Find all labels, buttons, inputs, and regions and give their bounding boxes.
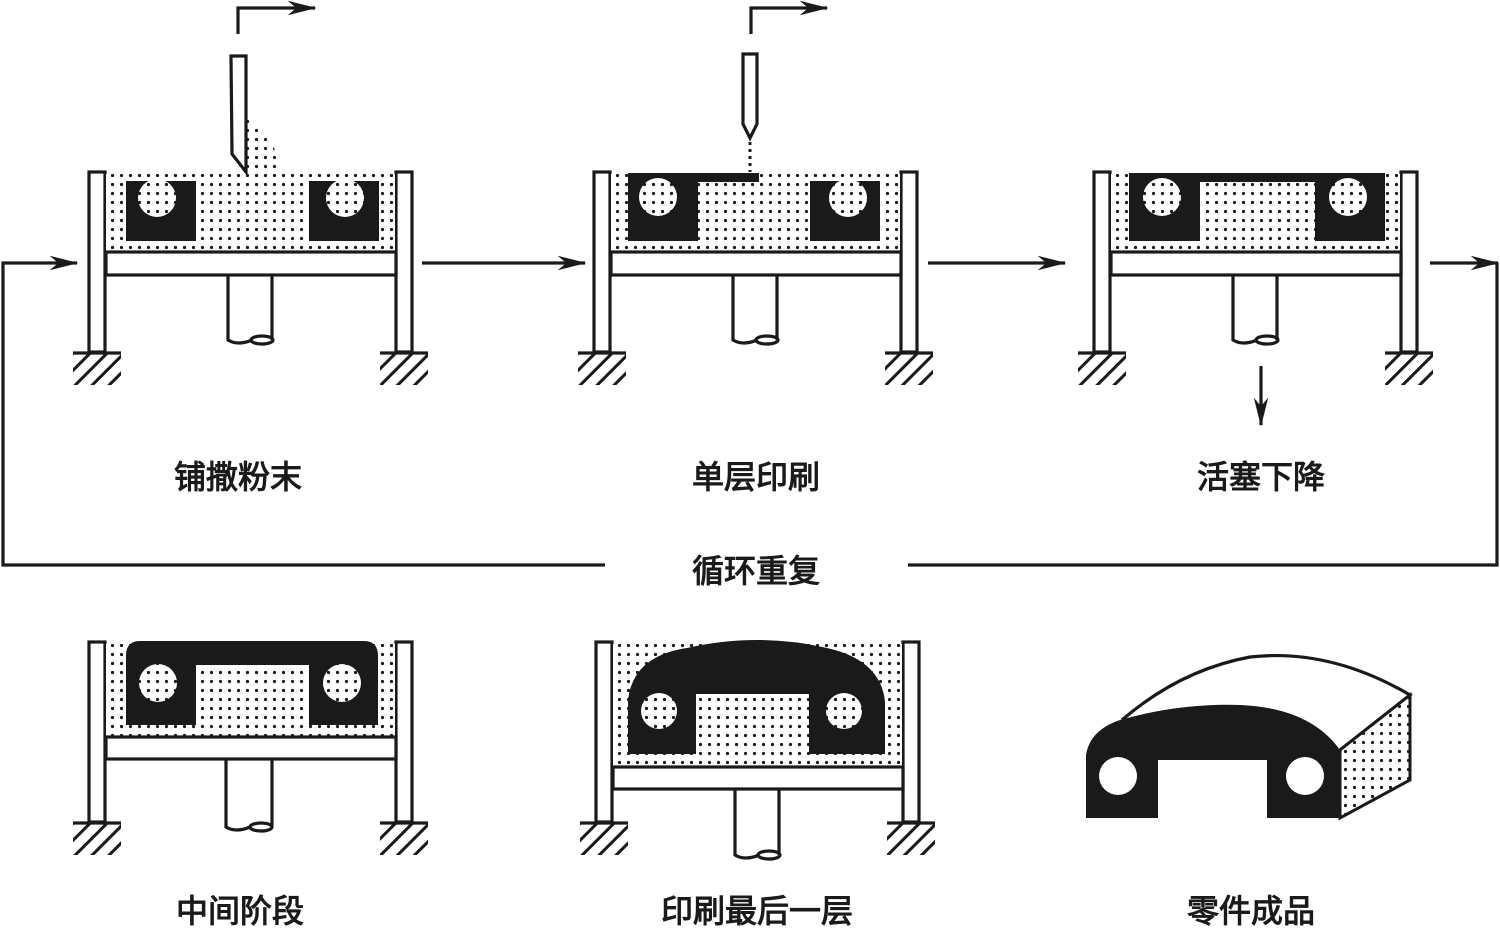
piston-rod (226, 275, 274, 345)
loop-line-right (908, 263, 1499, 567)
piston-plate (104, 250, 398, 277)
step-piston-lower-figure (1076, 170, 1435, 427)
loop-label: 循环重复 (691, 552, 821, 590)
head-motion-arrow (749, 0, 829, 34)
step-spread-powder-figure (71, 0, 430, 387)
stage-intermediate-figure (71, 640, 430, 857)
stage-print-last-layer-figure (578, 640, 937, 861)
step-label-piston-lower: 活塞下降 (1196, 458, 1326, 496)
stage-label-finished-part: 零件成品 (1186, 892, 1316, 930)
spreader-blade (229, 54, 248, 177)
flow-arrows (1, 255, 1500, 567)
print-head (741, 52, 759, 142)
loop-line-left (1, 255, 605, 567)
step-label-print-layer: 单层印刷 (691, 458, 821, 496)
powder-pile (246, 118, 282, 172)
step-label-spread-powder: 铺撒粉末 (173, 458, 303, 496)
printed-layer-line (628, 173, 759, 182)
stage-label-print-last-layer: 印刷最后一层 (660, 892, 854, 930)
spreader-motion-arrow (236, 0, 317, 34)
finished-part-figure (1086, 653, 1413, 821)
step-print-layer-figure (576, 0, 935, 387)
stage-label-intermediate: 中间阶段 (175, 892, 305, 930)
